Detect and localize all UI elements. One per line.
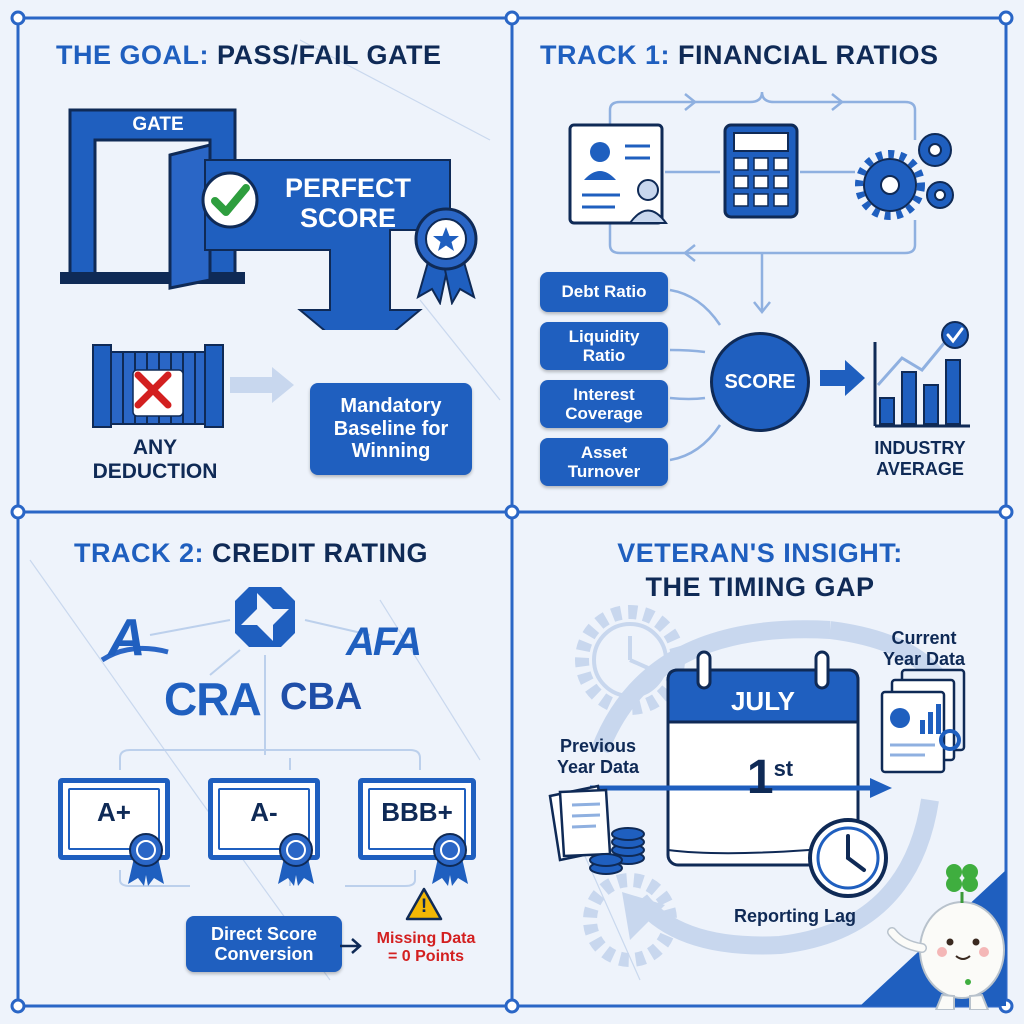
panel4-title-line1: VETERAN'S INSIGHT:	[617, 538, 903, 568]
panel2-title-rest: FINANCIAL RATIOS	[678, 40, 939, 70]
calendar-month: JULY	[730, 686, 796, 716]
gate-label: GATE	[132, 114, 184, 135]
ribbon-icon	[278, 833, 314, 886]
credit-rating-diagram	[100, 587, 421, 887]
mandatory-baseline-box: Mandatory Baseline for Winning	[310, 383, 472, 475]
calendar-day: 1st	[740, 750, 800, 805]
panel2-title-highlight: TRACK 1:	[540, 40, 670, 70]
arrow-right-icon	[230, 367, 294, 403]
ratio-asset-turnover: Asset Turnover	[540, 438, 668, 486]
ribbon-icon	[432, 833, 468, 886]
grade-bbb-plus: BBB+	[381, 797, 453, 827]
agency-logo-cba: CBA	[280, 676, 363, 718]
missing-data-label: Missing Data = 0 Points	[376, 930, 476, 966]
timing-gap-diagram	[548, 605, 1006, 1010]
panel4-title-line2: THE TIMING GAP	[645, 572, 875, 602]
perfect-score-label: PERFECT SCORE	[284, 173, 411, 233]
industry-average-label: INDUSTRY AVERAGE	[874, 438, 966, 479]
grade-certificate-a-minus: A-	[208, 778, 320, 860]
warning-icon	[405, 887, 443, 921]
calendar-day-number: 1	[746, 751, 774, 804]
current-year-data-label: Current Year Data	[882, 628, 966, 669]
panel1-title-rest: PASS/FAIL GATE	[217, 40, 442, 70]
mascot-icon	[887, 864, 1005, 1010]
any-deduction-label: ANY DEDUCTION	[92, 436, 218, 484]
gate-illustration	[60, 108, 451, 330]
agency-logo-cra: CRA	[164, 673, 262, 725]
reporting-lag-label: Reporting Lag	[734, 906, 856, 926]
ratio-debt: Debt Ratio	[540, 272, 668, 312]
panel1-title: THE GOAL: PASS/FAIL GATE	[56, 40, 442, 71]
panel3-title-rest: CREDIT RATING	[212, 538, 429, 568]
grade-a-plus: A+	[97, 797, 131, 827]
panel1-title-highlight: THE GOAL:	[56, 40, 209, 70]
direct-score-conversion-box: Direct Score Conversion	[186, 916, 342, 972]
agency-logo-a: A	[108, 609, 146, 667]
panel3-title-highlight: TRACK 2:	[74, 538, 204, 568]
calendar-day-suffix: st	[773, 756, 794, 781]
red-x-icon	[134, 371, 172, 409]
ribbon-icon	[128, 833, 164, 886]
ratio-liquidity: Liquidity Ratio	[540, 322, 668, 370]
score-circle: SCORE	[710, 332, 810, 432]
agency-logo-afa: AFA	[346, 620, 422, 664]
arrow-right-icon	[340, 938, 362, 954]
ratio-interest-coverage: Interest Coverage	[540, 380, 668, 428]
panel3-title: TRACK 2: CREDIT RATING	[74, 538, 428, 569]
warning-mark: !	[420, 896, 428, 917]
previous-year-data-label: Previous Year Data	[556, 736, 640, 777]
medal-icon	[414, 207, 478, 305]
check-icon	[201, 171, 259, 229]
panel2-title: TRACK 1: FINANCIAL RATIOS	[540, 40, 939, 71]
grade-a-minus: A-	[250, 797, 278, 827]
ratios-flow-diagram	[568, 91, 970, 462]
grade-certificate-a-plus: A+	[58, 778, 170, 860]
